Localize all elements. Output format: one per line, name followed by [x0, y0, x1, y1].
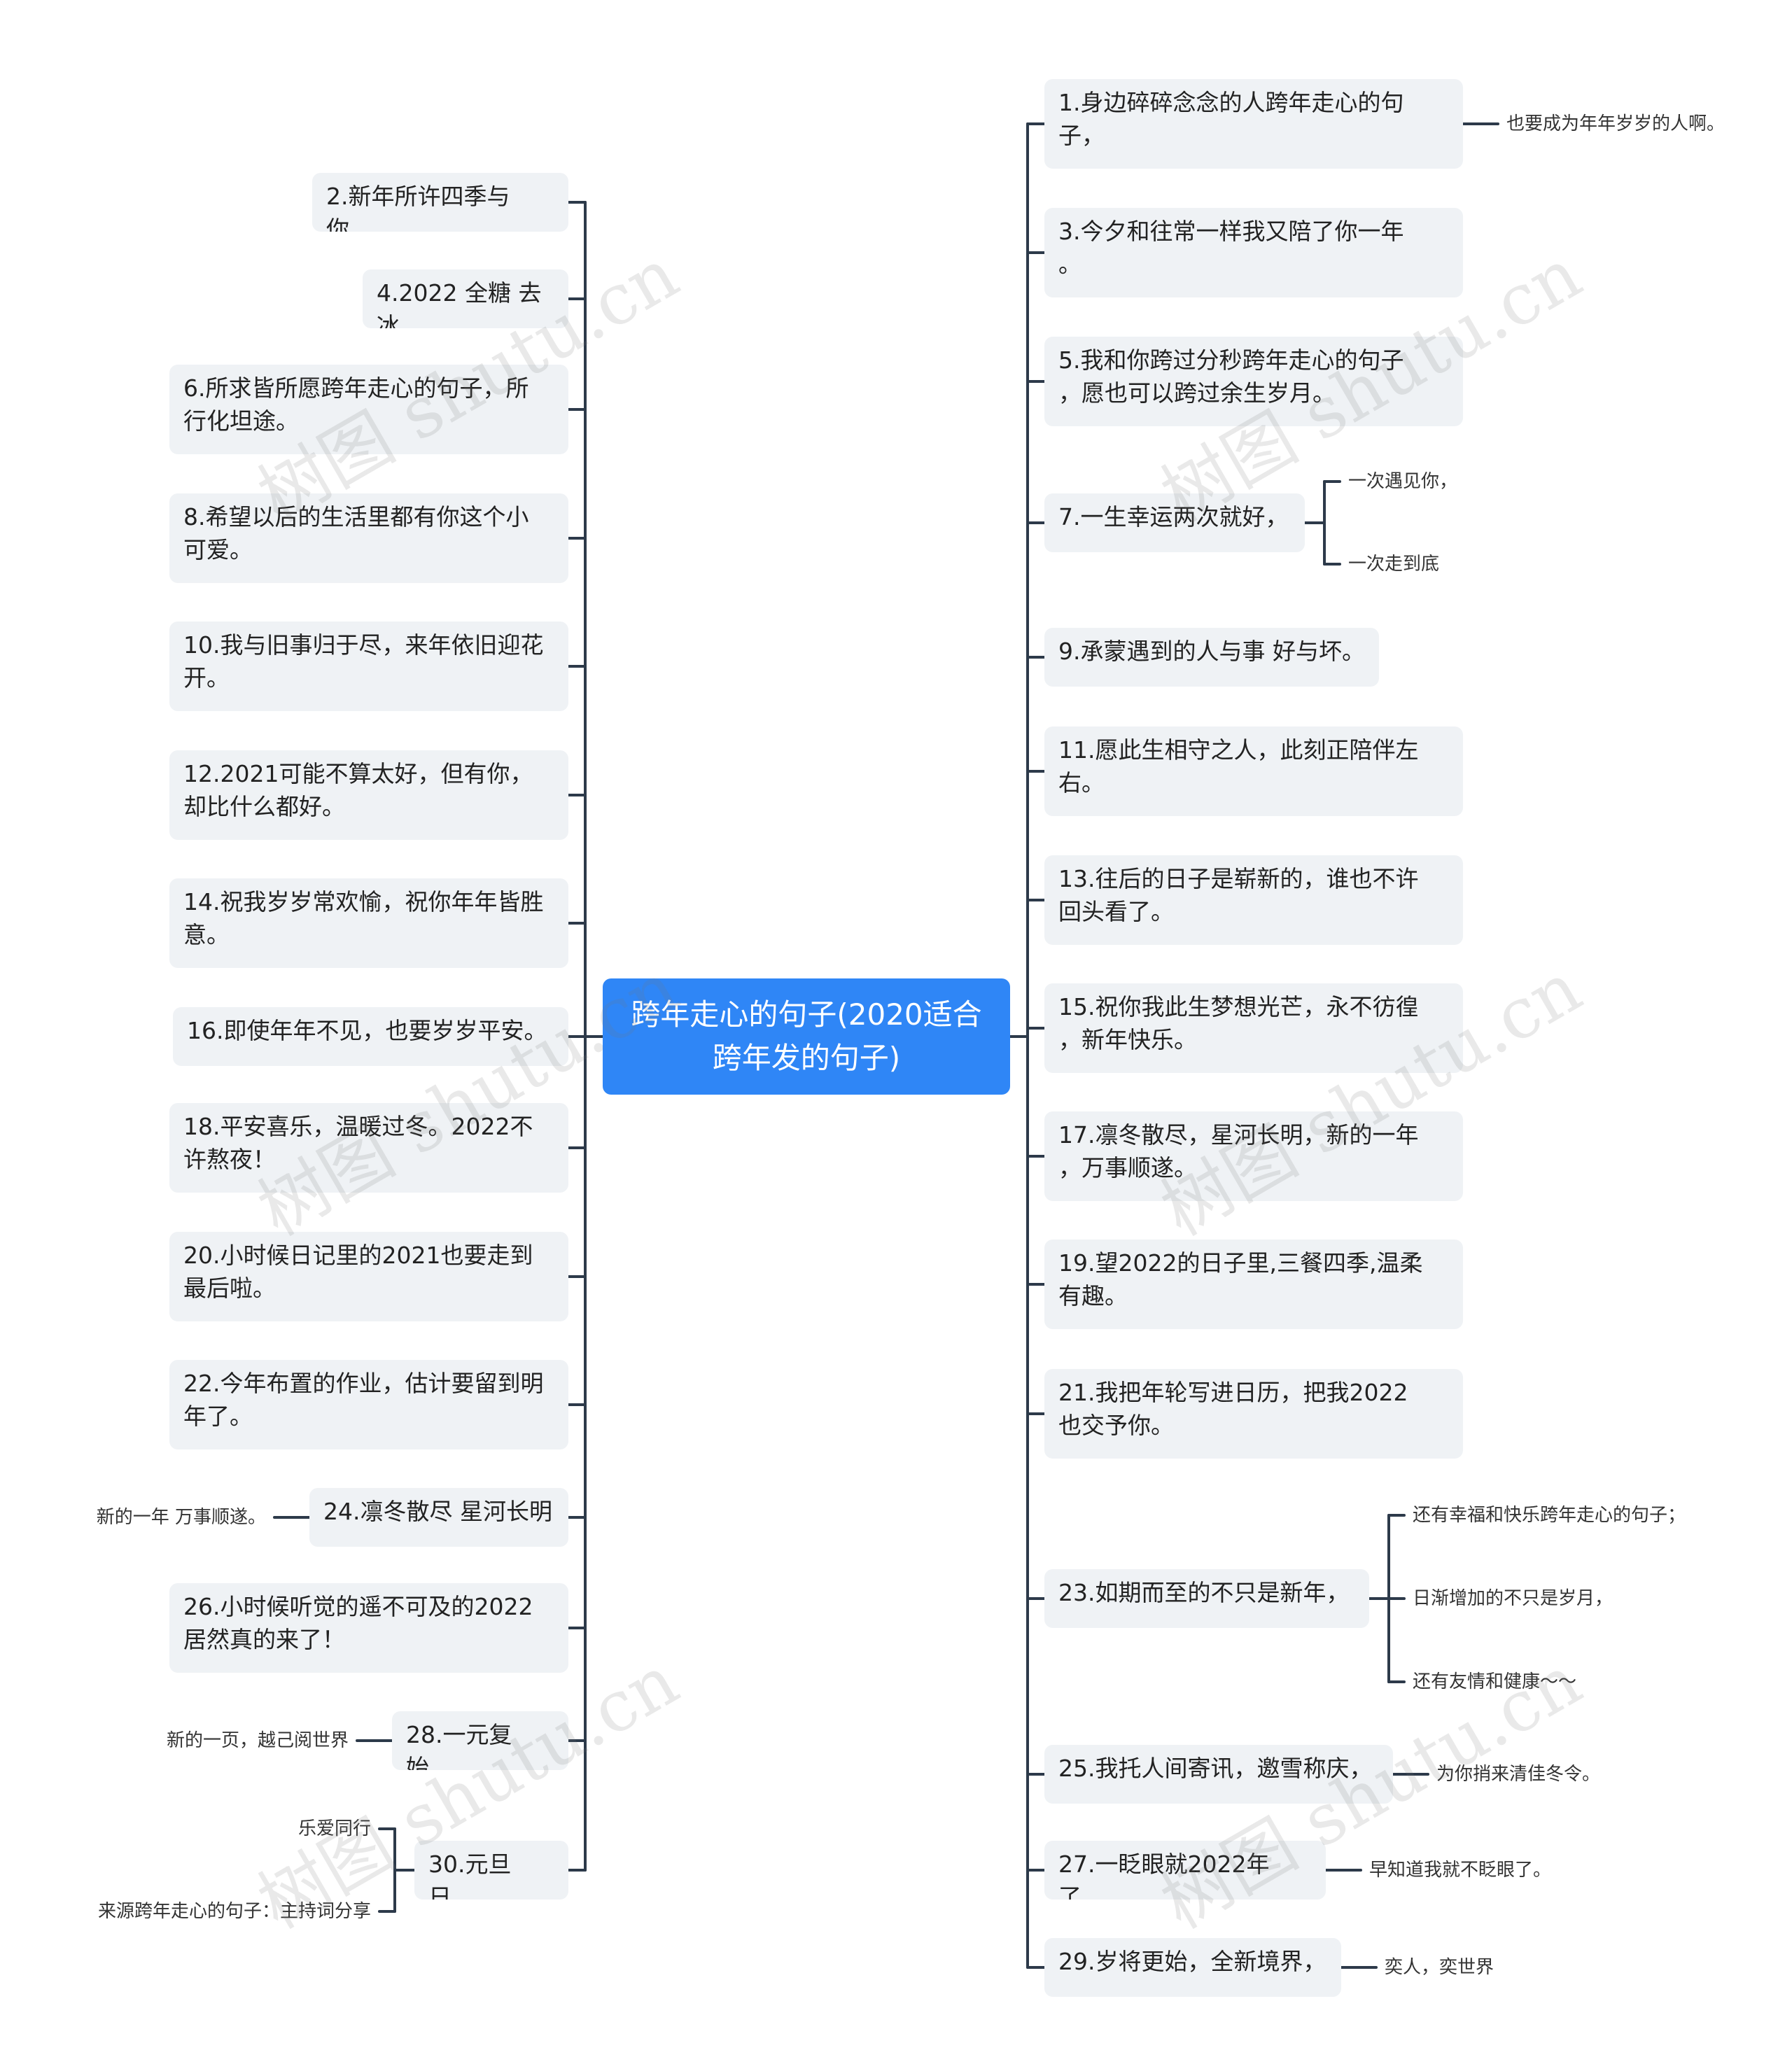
topic-node[interactable]: 17.凛冬散尽，星河长明，新的一年 ，万事顺遂。	[1044, 1111, 1463, 1201]
topic-node[interactable]: 27.一眨眼就2022年了，	[1044, 1841, 1326, 1900]
topic-node[interactable]: 26.小时候听觉的遥不可及的2022 居然真的来了！	[169, 1583, 568, 1673]
subtopic-leaf[interactable]: 还有幸福和快乐跨年走心的句子；	[1413, 1505, 1686, 1526]
topic-node[interactable]: 14.祝我岁岁常欢愉，祝你年年皆胜 意。	[169, 878, 568, 968]
topic-node[interactable]: 22.今年布置的作业，估计要留到明 年了。	[169, 1360, 568, 1449]
subtopic-leaf[interactable]: 新的一页，越己阅世界	[166, 1730, 349, 1751]
subtopic-leaf[interactable]: 日渐增加的不只是岁月，	[1413, 1588, 1614, 1609]
topic-node[interactable]: 1.身边碎碎念念的人跨年走心的句 子，	[1044, 79, 1463, 169]
subtopic-leaf[interactable]: 新的一年 万事顺遂。	[96, 1507, 266, 1528]
topic-node[interactable]: 23.如期而至的不只是新年，	[1044, 1569, 1369, 1628]
subtopic-leaf[interactable]: 也要成为年年岁岁的人啊。	[1506, 113, 1726, 134]
subtopic-leaf[interactable]: 乐爱同行	[298, 1818, 371, 1839]
subtopic-leaf[interactable]: 一次遇见你，	[1348, 471, 1458, 492]
central-topic[interactable]: 跨年走心的句子(2020适合跨年发的句子)	[603, 978, 1010, 1095]
topic-node[interactable]: 21.我把年轮写进日历，把我2022 也交予你。	[1044, 1369, 1463, 1459]
topic-node[interactable]: 13.往后的日子是崭新的，谁也不许 回头看了。	[1044, 855, 1463, 945]
topic-node[interactable]: 7.一生幸运两次就好，	[1044, 493, 1305, 552]
topic-node[interactable]: 3.今夕和往常一样我又陪了你一年 。	[1044, 208, 1463, 297]
topic-node[interactable]: 30.元旦日，	[414, 1841, 568, 1900]
subtopic-leaf[interactable]: 一次走到底	[1348, 554, 1440, 575]
topic-node[interactable]: 6.所求皆所愿跨年走心的句子，所 行化坦途。	[169, 365, 568, 454]
topic-node[interactable]: 4.2022 全糖 去冰	[363, 269, 568, 328]
topic-node[interactable]: 8.希望以后的生活里都有你这个小 可爱。	[169, 493, 568, 583]
topic-node[interactable]: 5.我和你跨过分秒跨年走心的句子 ，愿也可以跨过余生岁月。	[1044, 337, 1463, 426]
topic-node[interactable]: 25.我托人间寄讯，邀雪称庆，	[1044, 1745, 1393, 1804]
topic-node[interactable]: 18.平安喜乐，温暖过冬。2022不 许熬夜！	[169, 1103, 568, 1193]
topic-node[interactable]: 12.2021可能不算太好，但有你， 却比什么都好。	[169, 750, 568, 840]
topic-node[interactable]: 10.我与旧事归于尽，来年依旧迎花 开。	[169, 622, 568, 711]
topic-node[interactable]: 29.岁将更始，全新境界，	[1044, 1938, 1341, 1997]
subtopic-leaf[interactable]: 为你捎来清佳冬令。	[1436, 1764, 1601, 1785]
topic-node[interactable]: 11.愿此生相守之人，此刻正陪伴左 右。	[1044, 726, 1463, 816]
subtopic-leaf[interactable]: 奕人，奕世界	[1385, 1957, 1494, 1978]
topic-node[interactable]: 15.祝你我此生梦想光芒，永不彷徨 ，新年快乐。	[1044, 983, 1463, 1073]
topic-node[interactable]: 20.小时候日记里的2021也要走到 最后啦。	[169, 1232, 568, 1321]
topic-node[interactable]: 19.望2022的日子里,三餐四季,温柔 有趣。	[1044, 1240, 1463, 1329]
subtopic-leaf[interactable]: 早知道我就不眨眼了。	[1369, 1860, 1552, 1881]
topic-node[interactable]: 24.凛冬散尽 星河长明	[309, 1488, 568, 1547]
subtopic-leaf[interactable]: 来源跨年走心的句子：主持词分享	[97, 1901, 371, 1922]
topic-node[interactable]: 9.承蒙遇到的人与事 好与坏。	[1044, 628, 1379, 687]
topic-node[interactable]: 2.新年所许四季与你。	[312, 173, 568, 232]
topic-node[interactable]: 16.即使年年不见，也要岁岁平安。	[173, 1007, 568, 1066]
topic-node[interactable]: 28.一元复始，	[392, 1711, 568, 1770]
subtopic-leaf[interactable]: 还有友情和健康～～	[1413, 1671, 1577, 1692]
